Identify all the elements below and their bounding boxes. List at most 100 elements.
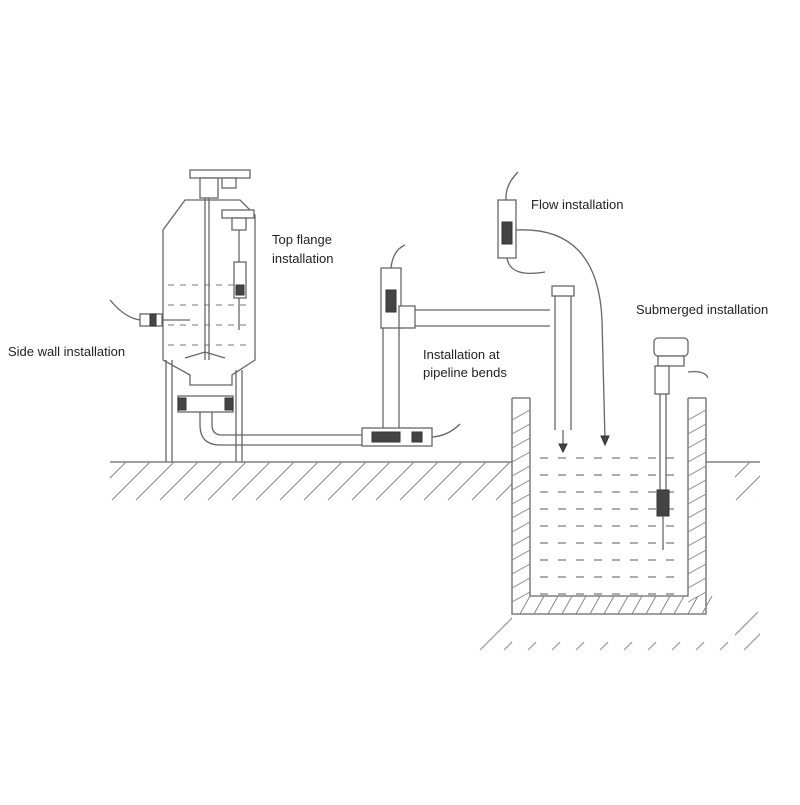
wall-hatch-line	[673, 595, 685, 615]
wall-hatch-line	[687, 521, 707, 533]
wall-hatch-line	[519, 595, 531, 615]
ground-hatch-line	[615, 462, 655, 501]
ground-hatch-line	[599, 611, 639, 651]
ground	[0, 461, 800, 651]
ground-hatch-line	[64, 462, 102, 500]
ground-hatch-line	[0, 462, 6, 500]
wall-hatch-line	[687, 563, 707, 575]
wall-hatch-line	[687, 507, 707, 519]
ground-hatch-line	[527, 611, 567, 651]
wall-hatch-line	[603, 595, 615, 615]
ground-hatch-line	[719, 611, 759, 651]
wall-hatch-line	[561, 595, 573, 615]
ground-hatch-line	[784, 462, 800, 500]
wall-hatch-line	[701, 595, 713, 615]
wall-hatch-line	[511, 423, 531, 435]
ground-hatch-line	[40, 462, 78, 500]
wall-hatch-line	[511, 591, 531, 603]
ground-hatch-line	[375, 462, 415, 501]
wall-hatch-line	[511, 521, 531, 533]
wall-hatch-line	[687, 423, 707, 435]
ground-hatch-line	[111, 462, 151, 501]
label-pipeline-bends-line2: pipeline bends	[423, 365, 507, 380]
ground-hatch-line	[0, 462, 30, 500]
wall-hatch-line	[687, 451, 707, 463]
submerged-sensor	[653, 337, 709, 550]
label-submerged: Submerged installation	[636, 302, 769, 317]
pipeline	[199, 285, 575, 454]
ground-hatch-line	[567, 462, 607, 501]
ground-hatch-line	[671, 611, 711, 651]
ground-hatch-line	[575, 611, 615, 651]
ground-hatch-line	[255, 462, 295, 501]
wall-hatch-line	[687, 465, 707, 477]
ground-hatch-line	[663, 462, 703, 501]
wall-hatch-line	[511, 549, 531, 561]
ground-hatch-line	[792, 612, 800, 650]
ground-hatch-line	[327, 462, 367, 501]
wall-hatch-line	[687, 493, 707, 505]
label-top-flange-line2: installation	[272, 251, 334, 266]
wall-hatch-line	[631, 595, 643, 615]
ground-hatch-line	[110, 462, 127, 501]
reaction-vessel	[162, 169, 256, 462]
ground-hatch-line	[687, 462, 727, 501]
ground-hatch-line	[231, 462, 271, 501]
wall-hatch-line	[511, 493, 531, 505]
wall-hatch-line	[617, 595, 629, 615]
label-flow: Flow installation	[531, 197, 624, 212]
wall-hatch-line	[511, 577, 531, 589]
ground-hatch-line	[519, 462, 559, 501]
wall-hatch-line	[687, 577, 707, 589]
ground-hatch-line	[768, 612, 800, 650]
wall-hatch-line	[533, 595, 545, 615]
wall-hatch-line	[511, 479, 531, 491]
label-side-wall: Side wall installation	[8, 344, 126, 359]
top-flange-sensor	[221, 209, 255, 330]
pipeline-bend-sensors	[361, 244, 461, 447]
ground-hatch-line	[303, 462, 343, 501]
flow-sensor	[497, 171, 610, 447]
wall-hatch-line	[511, 535, 531, 547]
ground-hatch-line	[16, 462, 54, 500]
ground-hatch-line	[735, 462, 760, 501]
wall-hatch-line	[511, 409, 531, 421]
wall-hatch-line	[687, 595, 699, 615]
ground-hatch-line	[183, 462, 223, 501]
ground-hatch-line	[351, 462, 391, 501]
wall-hatch-line	[659, 595, 671, 615]
ground-hatch-line	[695, 611, 735, 651]
wall-hatch-line	[511, 507, 531, 519]
wall-hatch-line	[589, 595, 601, 615]
ground-hatch-line	[743, 611, 760, 651]
wall-hatch-line	[687, 437, 707, 449]
label-top-flange-line1: Top flange	[272, 232, 332, 247]
ground-hatch-line	[591, 462, 631, 501]
ground-hatch-line	[623, 611, 663, 651]
wall-hatch-line	[575, 595, 587, 615]
wall-hatch-line	[645, 595, 657, 615]
ground-hatch-line	[399, 462, 439, 501]
ground-hatch-line	[135, 462, 175, 501]
ground-hatch-line	[551, 611, 591, 651]
label-pipeline-bends-line1: Installation at	[423, 347, 500, 362]
wall-hatch-line	[687, 409, 707, 421]
side-wall-sensor	[109, 299, 190, 327]
wall-hatch-line	[687, 535, 707, 547]
wall-hatch-line	[511, 563, 531, 575]
wall-hatch-line	[511, 451, 531, 463]
ground-hatch-line	[503, 611, 543, 651]
ground-hatch-line	[759, 462, 760, 501]
ground-hatch-line	[279, 462, 319, 501]
tank-pit	[511, 397, 713, 615]
ground-hatch-line	[159, 462, 199, 501]
wall-hatch-line	[511, 437, 531, 449]
ground-hatch-line	[647, 611, 687, 651]
ground-hatch-line	[207, 462, 247, 501]
ground-hatch-line	[471, 462, 511, 501]
wall-hatch-line	[687, 549, 707, 561]
ground-hatch-line	[447, 462, 487, 501]
ground-hatch-line	[543, 462, 583, 501]
